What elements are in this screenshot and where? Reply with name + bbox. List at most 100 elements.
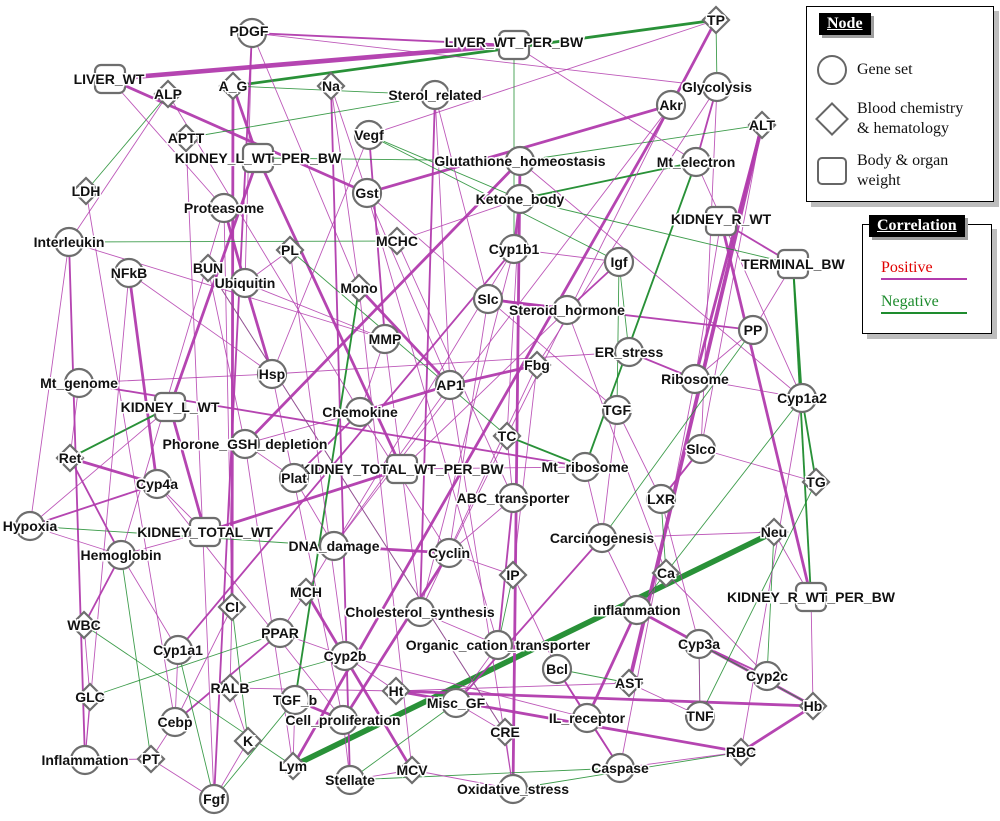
node-cyp1a1[interactable]: Cyp1a1 [152, 634, 205, 666]
node-ret[interactable]: Ret [55, 443, 85, 473]
node-abc-transporter[interactable]: ABC_transporter [455, 482, 571, 514]
node-akr[interactable]: Akr [655, 89, 687, 121]
node-il-receptor[interactable]: IL_receptor [547, 702, 627, 734]
node-slco[interactable]: Slco [685, 433, 717, 465]
node-oxidative-stress[interactable]: Oxidative_stress [455, 773, 571, 805]
node-ubiquitin[interactable]: Ubiquitin [213, 267, 277, 299]
node-k[interactable]: K [233, 726, 263, 756]
node-kidney-l-wt[interactable]: KIDNEY_L_WT [119, 391, 221, 423]
node-tc[interactable]: TC [492, 421, 522, 451]
node-mch[interactable]: MCH [289, 577, 323, 607]
node-ribosome[interactable]: Ribosome [660, 363, 731, 395]
node-lym[interactable]: Lym [277, 751, 309, 781]
node-igf[interactable]: Igf [603, 246, 635, 278]
node-cyp4a[interactable]: Cyp4a [134, 468, 180, 500]
node-hb[interactable]: Hb [798, 691, 828, 721]
node-cell-proliferation[interactable]: Cell_proliferation [284, 704, 402, 736]
node-kidney-r-wt[interactable]: KIDNEY_R_WT [669, 205, 773, 237]
node-glutathione-homeostasis[interactable]: Glutathione_homeostasis [433, 145, 607, 177]
node-organic-cation-transporter[interactable]: Organic_cation_transporter [404, 629, 592, 661]
node-glycolysis[interactable]: Glycolysis [680, 71, 754, 103]
node-nfkb[interactable]: NFkB [109, 257, 149, 289]
node-proteasome[interactable]: Proteasome [182, 192, 266, 224]
node-ldh[interactable]: LDH [70, 176, 102, 206]
node-ht[interactable]: Ht [381, 676, 411, 706]
node-ap1[interactable]: AP1 [435, 369, 465, 401]
node-phorone-gsh-depletion[interactable]: Phorone_GSH_depletion [161, 428, 329, 460]
node-lxr[interactable]: LXR [646, 483, 677, 515]
node-aptt[interactable]: APTT [166, 123, 206, 153]
node-cyclin[interactable]: Cyclin [426, 537, 472, 569]
node-pdgf[interactable]: PDGF [228, 17, 270, 49]
node-stellate[interactable]: Stellate [324, 764, 377, 796]
node-pp[interactable]: PP [737, 314, 769, 346]
node-cyp2b[interactable]: Cyp2b [322, 640, 368, 672]
node-ip[interactable]: IP [498, 560, 528, 590]
node-mchc[interactable]: MCHC [375, 226, 420, 256]
node-kidney-total-wt[interactable]: KIDNEY_TOTAL_WT [136, 516, 275, 548]
node-tnf[interactable]: TNF [685, 700, 716, 732]
node-liver-wt-per-bw[interactable]: LIVER_WT_PER_BW [443, 29, 586, 61]
node-bun[interactable]: BUN [191, 253, 225, 283]
node-hypoxia[interactable]: Hypoxia [1, 510, 59, 542]
node-hsp[interactable]: Hsp [256, 358, 288, 390]
node-cyp2c[interactable]: Cyp2c [744, 660, 790, 692]
node-steroid-hormone[interactable]: Steroid_hormone [508, 294, 627, 326]
node-mcv[interactable]: MCV [395, 755, 430, 785]
node-er-stress[interactable]: ER_stress [593, 336, 665, 368]
node-kidney-r-wt-per-bw[interactable]: KIDNEY_R_WT_PER_BW [725, 581, 897, 613]
node-dna-damage[interactable]: DNA_damage [287, 530, 381, 562]
node-cyp3a[interactable]: Cyp3a [676, 628, 722, 660]
node-cebp[interactable]: Cebp [156, 706, 194, 738]
node-ast[interactable]: AST [614, 668, 645, 698]
node-fgf[interactable]: Fgf [198, 783, 230, 815]
node-mmp[interactable]: MMP [367, 323, 403, 355]
node-ralb[interactable]: RALB [209, 673, 251, 703]
node-misc-gf[interactable]: Misc_GF [425, 687, 487, 719]
node-sterol-related[interactable]: Sterol_related [387, 79, 483, 111]
node-kidney-total-wt-per-bw[interactable]: KIDNEY_TOTAL_WT_PER_BW [299, 453, 506, 485]
node-kidney-l-wt-per-bw[interactable]: KIDNEY_L_WT_PER_BW [173, 142, 344, 174]
node-vegf[interactable]: Vegf [353, 119, 386, 151]
node-cre[interactable]: CRE [489, 717, 521, 747]
node-cyp1a2[interactable]: Cyp1a2 [776, 382, 829, 414]
node-wbc[interactable]: WBC [66, 610, 102, 640]
node-alp[interactable]: ALP [153, 79, 184, 109]
node-plat[interactable]: Plat [278, 462, 310, 494]
node-inflammation[interactable]: inflammation [592, 594, 682, 626]
node-glc[interactable]: GLC [74, 682, 106, 712]
node-rbc[interactable]: RBC [724, 737, 758, 767]
node-cholesterol-synthesis[interactable]: Cholesterol_synthesis [344, 596, 496, 628]
node-inflammation[interactable]: Inflammation [40, 744, 130, 776]
node-alt[interactable]: ALT [747, 110, 777, 140]
node-ca[interactable]: Ca [651, 558, 681, 588]
node-terminal-bw[interactable]: TERMINAL_BW [740, 248, 847, 280]
node-tgf[interactable]: TGF [602, 394, 633, 426]
node-chemokine[interactable]: Chemokine [321, 396, 399, 428]
node-slc[interactable]: Slc [472, 283, 504, 315]
node-interleukin[interactable]: Interleukin [32, 226, 106, 258]
node-mt-electron[interactable]: Mt_electron [655, 146, 737, 178]
node-tg[interactable]: TG [801, 467, 831, 497]
node-bcl[interactable]: Bcl [541, 653, 573, 685]
node-cl[interactable]: Cl [217, 592, 247, 622]
node-ppar[interactable]: PPAR [260, 617, 300, 649]
node-mt-genome[interactable]: Mt_genome [39, 367, 120, 399]
node-hemoglobin[interactable]: Hemoglobin [79, 539, 163, 571]
node-ketone-body[interactable]: Ketone_body [474, 183, 566, 215]
node-tgf-b[interactable]: TGF_b [271, 684, 319, 716]
node-cyp1b1[interactable]: Cyp1b1 [487, 233, 541, 265]
node-a-g[interactable]: A_G [217, 71, 249, 101]
node-tp[interactable]: TP [701, 5, 731, 35]
node-mt-ribosome[interactable]: Mt_ribosome [540, 451, 630, 483]
node-carcinogenesis[interactable]: Carcinogenesis [548, 522, 656, 554]
node-pl[interactable]: PL [275, 235, 305, 265]
node-pt[interactable]: PT [136, 744, 166, 774]
node-na[interactable]: Na [316, 71, 346, 101]
node-caspase[interactable]: Caspase [590, 752, 651, 784]
node-fbg[interactable]: Fbg [522, 350, 552, 380]
node-mono[interactable]: Mono [339, 273, 379, 303]
node-neu[interactable]: Neu [759, 517, 789, 547]
node-gst[interactable]: Gst [351, 177, 383, 209]
node-liver-wt[interactable]: LIVER_WT [72, 63, 146, 95]
